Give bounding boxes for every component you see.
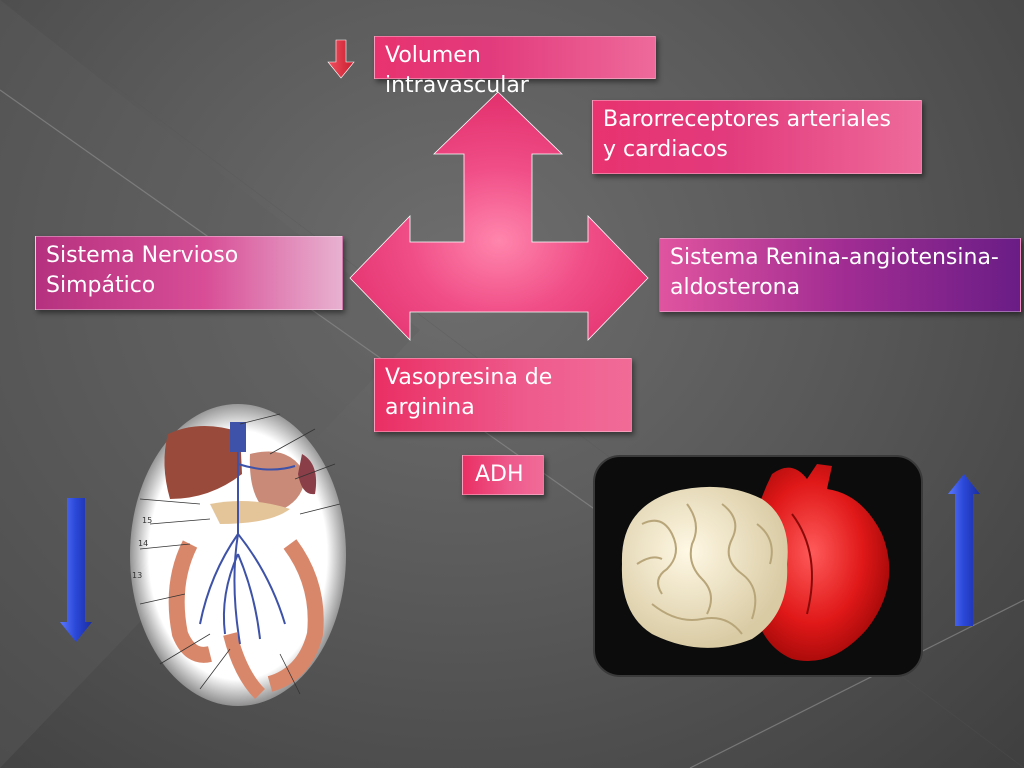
node-sistema-renina: Sistema Renina-angiotensina- aldosterona (659, 238, 1021, 312)
node-label: Sistema Renina-angiotensina- aldosterona (670, 245, 999, 300)
label-13: 13 (132, 571, 142, 580)
label-14: 14 (138, 539, 148, 548)
decrease-arrow-icon (327, 39, 355, 79)
blue-down-arrow-icon (60, 498, 92, 642)
node-vasopresina: Vasopresina de arginina (374, 358, 632, 432)
node-volumen-intravascular: Volumen intravascular (374, 36, 656, 98)
node-label: ADH (475, 462, 524, 487)
node-label: Sistema Nervioso Simpático (46, 243, 239, 298)
node-label: Barorreceptores arteriales y cardiacos (603, 107, 892, 162)
node-adh: ADH (462, 455, 544, 495)
node-label: Vasopresina de arginina (385, 365, 553, 420)
node-label: Volumen intravascular (385, 43, 529, 98)
blue-up-arrow-icon (948, 474, 980, 626)
node-sistema-nervioso-simpatico: Sistema Nervioso Simpático (35, 236, 343, 310)
node-barorreceptores: Barorreceptores arteriales y cardiacos (592, 100, 922, 174)
label-15: 15 (142, 516, 152, 525)
four-way-arrow-icon (349, 92, 649, 341)
brain-heart-illustration (593, 455, 923, 677)
abdominal-anatomy-illustration: 15 14 13 (130, 404, 346, 706)
